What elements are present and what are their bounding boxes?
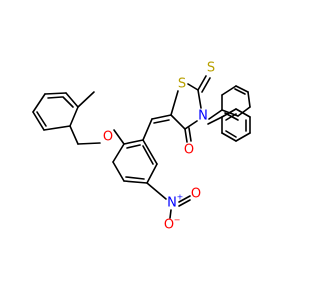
atom-n-ring: N [198,109,208,124]
atom-o-ether: O [103,130,113,145]
atom-s-thione: S [207,61,215,76]
charge-o-nitro: − [174,216,181,225]
phenyl-ring [208,85,251,121]
exocyclic-double-bond [142,114,172,141]
atom-s-ring: S [178,77,186,92]
thiazolidinone-ring [170,75,223,143]
nitrobenzene-ring [112,139,158,184]
atom-n-nitro: N [167,196,177,211]
tolyl-ring [32,91,95,131]
bond-ch2-tolyl [69,125,79,145]
atom-labels: S S N O O N + O O − [103,61,215,233]
nitro-group-bonds [169,195,191,219]
charge-n-nitro: + [177,193,184,202]
molecule-structure-diagram: S S N O O N + O O − [32,61,251,233]
bond-ring-ether [113,129,125,145]
atom-o-nitro-top: O [191,187,201,202]
atom-o-carbonyl: O [184,143,194,158]
bond-ring-nitro [146,182,167,200]
phenyl-hexagon [221,108,251,142]
atom-o-nitro-bottom: O [164,218,174,233]
bond-ether-ch2 [77,142,101,145]
